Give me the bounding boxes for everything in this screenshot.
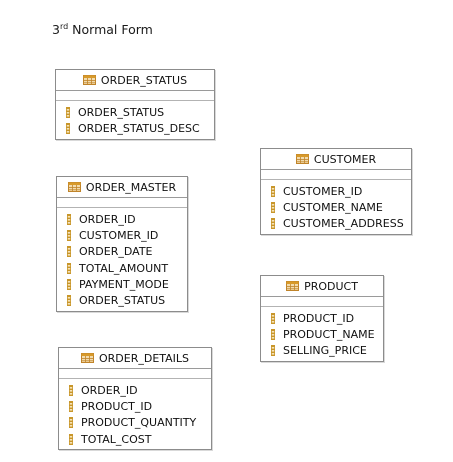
entity-order-master[interactable]: ORDER_MASTER ORDER_ID CUSTOMER_ID ORDER_… xyxy=(56,176,188,312)
entity-name: CUSTOMER xyxy=(313,152,377,166)
column-name: PRODUCT_ID xyxy=(283,311,355,325)
column-icon xyxy=(271,202,275,213)
column-row[interactable]: CUSTOMER_NAME xyxy=(261,199,411,215)
column-row[interactable]: TOTAL_AMOUNT xyxy=(57,260,187,276)
table-icon xyxy=(296,154,309,164)
column-row[interactable]: PRODUCT_NAME xyxy=(261,326,383,342)
column-icon xyxy=(271,218,275,229)
entity-product[interactable]: PRODUCT PRODUCT_ID PRODUCT_NAME SELLING_… xyxy=(260,275,384,362)
entity-name: PRODUCT xyxy=(304,279,358,293)
table-icon xyxy=(68,182,81,192)
column-name: TOTAL_AMOUNT xyxy=(79,261,169,275)
column-icon xyxy=(67,279,71,290)
page-title-sup: rd xyxy=(59,22,69,31)
column-list: ORDER_STATUS ORDER_STATUS_DESC xyxy=(56,101,214,139)
column-name: CUSTOMER_ID xyxy=(79,228,159,242)
page-title: 3rd Normal Form xyxy=(52,22,153,37)
column-name: ORDER_ID xyxy=(79,212,136,226)
column-list: CUSTOMER_ID CUSTOMER_NAME CUSTOMER_ADDRE… xyxy=(261,180,411,234)
entity-customer[interactable]: CUSTOMER CUSTOMER_ID CUSTOMER_NAME CUSTO… xyxy=(260,148,412,235)
column-row[interactable]: ORDER_STATUS xyxy=(56,104,214,120)
column-row[interactable]: ORDER_DATE xyxy=(57,244,187,260)
entity-name: ORDER_STATUS xyxy=(100,73,188,87)
column-name: PRODUCT_QUANTITY xyxy=(81,416,197,430)
entity-header[interactable]: ORDER_MASTER xyxy=(57,177,187,198)
column-name: ORDER_STATUS xyxy=(78,105,165,119)
column-name: PRODUCT_NAME xyxy=(283,327,375,341)
column-name: CUSTOMER_ADDRESS xyxy=(283,217,404,231)
column-name: CUSTOMER_ID xyxy=(283,184,363,198)
column-row[interactable]: ORDER_STATUS_DESC xyxy=(56,120,214,136)
entity-order-status[interactable]: ORDER_STATUS ORDER_STATUS ORDER_STATUS_D… xyxy=(55,69,215,140)
table-icon xyxy=(286,281,299,291)
entity-key-divider xyxy=(56,91,214,101)
column-icon xyxy=(271,329,275,340)
column-icon xyxy=(271,313,275,324)
entity-key-divider xyxy=(59,369,211,379)
column-name: PAYMENT_MODE xyxy=(79,277,169,291)
entity-key-divider xyxy=(261,297,383,307)
column-icon xyxy=(66,107,70,118)
entity-order-details[interactable]: ORDER_DETAILS ORDER_ID PRODUCT_ID PRODUC… xyxy=(58,347,212,451)
page-title-prefix: 3 xyxy=(52,22,60,37)
column-icon xyxy=(67,214,71,225)
entity-name: ORDER_MASTER xyxy=(85,180,177,194)
column-row[interactable]: TOTAL_COST xyxy=(59,431,211,447)
column-icon xyxy=(271,186,275,197)
table-icon xyxy=(81,353,94,363)
entity-name: ORDER_DETAILS xyxy=(98,351,190,365)
column-row[interactable]: PRODUCT_QUANTITY xyxy=(59,415,211,431)
column-icon xyxy=(67,246,71,257)
column-row[interactable]: ORDER_STATUS xyxy=(57,292,187,308)
column-row[interactable]: PAYMENT_MODE xyxy=(57,276,187,292)
column-name: PRODUCT_ID xyxy=(81,399,153,413)
column-list: PRODUCT_ID PRODUCT_NAME SELLING_PRICE xyxy=(261,307,383,361)
column-icon xyxy=(271,345,275,356)
table-icon xyxy=(83,75,96,85)
column-name: ORDER_STATUS_DESC xyxy=(78,121,200,135)
column-row[interactable]: PRODUCT_ID xyxy=(261,310,383,326)
entity-header[interactable]: PRODUCT xyxy=(261,276,383,297)
column-icon xyxy=(67,295,71,306)
column-icon xyxy=(69,385,73,396)
column-row[interactable]: CUSTOMER_ID xyxy=(261,183,411,199)
column-row[interactable]: PRODUCT_ID xyxy=(59,398,211,414)
column-row[interactable]: ORDER_ID xyxy=(57,211,187,227)
entity-key-divider xyxy=(261,170,411,180)
column-list: ORDER_ID CUSTOMER_ID ORDER_DATE TOTAL_AM… xyxy=(57,208,187,311)
column-icon xyxy=(69,401,73,412)
column-icon xyxy=(67,263,71,274)
column-row[interactable]: ORDER_ID xyxy=(59,382,211,398)
column-row[interactable]: CUSTOMER_ADDRESS xyxy=(261,216,411,232)
column-name: CUSTOMER_NAME xyxy=(283,200,383,214)
column-icon xyxy=(67,230,71,241)
column-row[interactable]: CUSTOMER_ID xyxy=(57,227,187,243)
column-name: SELLING_PRICE xyxy=(283,344,367,358)
column-row[interactable]: SELLING_PRICE xyxy=(261,343,383,359)
column-name: TOTAL_COST xyxy=(81,432,152,446)
column-icon xyxy=(66,123,70,134)
column-icon xyxy=(69,417,73,428)
column-name: ORDER_DATE xyxy=(79,245,153,259)
column-name: ORDER_STATUS xyxy=(79,294,166,308)
column-icon xyxy=(69,434,73,445)
entity-header[interactable]: CUSTOMER xyxy=(261,149,411,170)
page-title-rest: Normal Form xyxy=(68,22,153,37)
entity-header[interactable]: ORDER_STATUS xyxy=(56,70,214,91)
entity-header[interactable]: ORDER_DETAILS xyxy=(59,348,211,369)
entity-key-divider xyxy=(57,198,187,208)
column-list: ORDER_ID PRODUCT_ID PRODUCT_QUANTITY TOT… xyxy=(59,379,211,449)
column-name: ORDER_ID xyxy=(81,383,138,397)
